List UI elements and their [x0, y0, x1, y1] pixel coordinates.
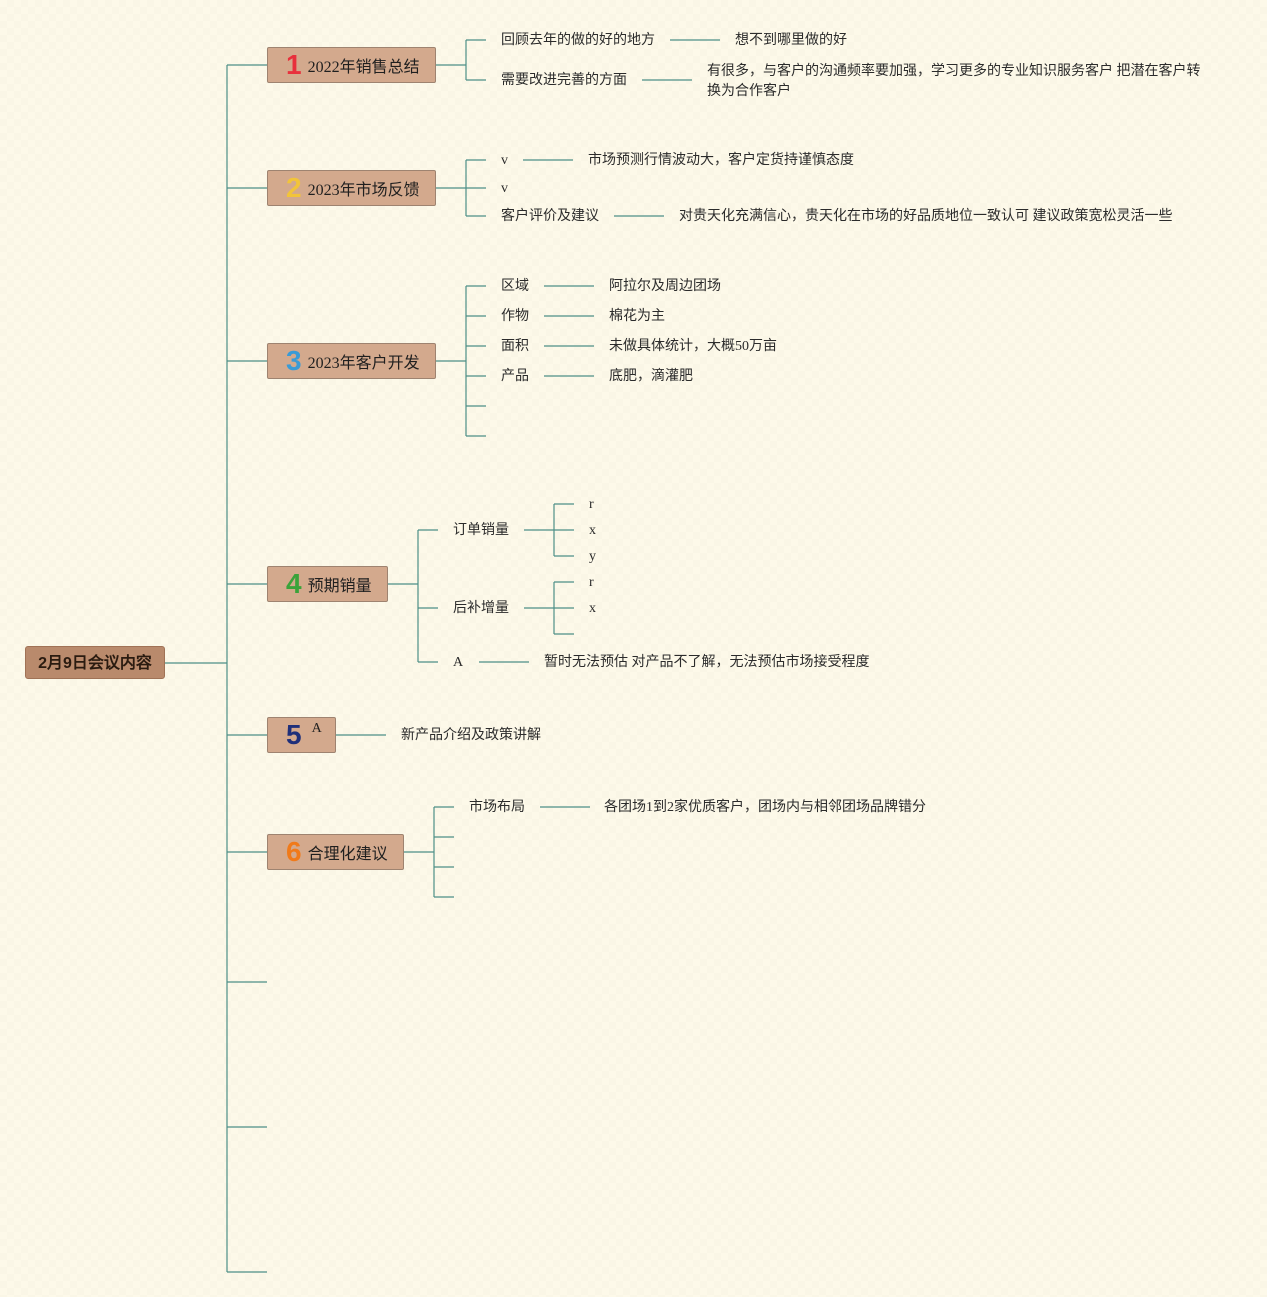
- leaf-order-x[interactable]: x: [589, 523, 596, 538]
- number-4-icon: 4: [286, 568, 302, 599]
- subtopic-region[interactable]: 区域: [501, 279, 529, 294]
- subtopic-customer-review[interactable]: 客户评价及建议: [501, 209, 599, 224]
- subtopic-improvements[interactable]: 需要改进完善的方面: [501, 73, 627, 88]
- detail-product[interactable]: 底肥，滴灌肥: [609, 369, 693, 384]
- topic-2023-market-feedback[interactable]: 2 2023年市场反馈: [267, 170, 436, 206]
- subtopic-area[interactable]: 面积: [501, 339, 529, 354]
- detail-good-aspects[interactable]: 想不到哪里做的好: [735, 33, 847, 48]
- leaf-supplementary-r[interactable]: r: [589, 575, 594, 590]
- leaf-order-r[interactable]: r: [589, 497, 594, 512]
- topic-2023-customer-development[interactable]: 3 2023年客户开发: [267, 343, 436, 379]
- detail-crop[interactable]: 棉花为主: [609, 309, 665, 324]
- topic-label: 合理化建议: [307, 846, 388, 863]
- subtopic-supplementary-sales[interactable]: 后补增量: [453, 601, 509, 616]
- detail-new-product-intro[interactable]: 新产品介绍及政策讲解: [401, 728, 541, 743]
- subtopic-a[interactable]: A: [453, 655, 464, 670]
- subtopic-product[interactable]: 产品: [501, 369, 529, 384]
- topic-label: 预期销量: [307, 578, 372, 595]
- detail-a[interactable]: 暂时无法预估 对产品不了解，无法预估市场接受程度: [544, 655, 870, 670]
- topic-a[interactable]: 5 A: [267, 717, 336, 753]
- topic-label: 2022年销售总结: [307, 59, 420, 76]
- topic-label: 2023年客户开发: [307, 355, 420, 372]
- root-node[interactable]: 2月9日会议内容: [25, 646, 165, 679]
- topic-label: 2023年市场反馈: [307, 182, 420, 199]
- number-5-icon: 5: [286, 719, 302, 750]
- detail-improvements[interactable]: 有很多，与客户的沟通频率要加强，学习更多的专业知识服务客户 把潜在客户转换为合作…: [707, 64, 1201, 99]
- number-3-icon: 3: [286, 345, 302, 376]
- detail-customer-review[interactable]: 对贵天化充满信心，贵天化在市场的好品质地位一致认可 建议政策宽松灵活一些: [679, 209, 1173, 224]
- number-6-icon: 6: [286, 836, 302, 867]
- leaf-order-y[interactable]: y: [589, 549, 596, 564]
- subtopic-good-aspects[interactable]: 回顾去年的做的好的地方: [501, 33, 655, 48]
- subtopic-crop[interactable]: 作物: [501, 309, 529, 324]
- detail-market-forecast[interactable]: 市场预测行情波动大，客户定货持谨慎态度: [588, 153, 854, 168]
- leaf-supplementary-x[interactable]: x: [589, 601, 596, 616]
- detail-area[interactable]: 未做具体统计，大概50万亩: [609, 339, 777, 354]
- detail-market-layout[interactable]: 各团场1到2家优质客户，团场内与相邻团场品牌错分: [604, 800, 926, 815]
- detail-region[interactable]: 阿拉尔及周边团场: [609, 279, 721, 294]
- subtopic-market-layout[interactable]: 市场布局: [469, 800, 525, 815]
- topic-expected-sales[interactable]: 4 预期销量: [267, 566, 388, 602]
- subtopic-v-2[interactable]: v: [501, 181, 508, 196]
- number-2-icon: 2: [286, 172, 302, 203]
- topic-suggestions[interactable]: 6 合理化建议: [267, 834, 404, 870]
- subtopic-order-sales[interactable]: 订单销量: [453, 523, 509, 538]
- number-1-icon: 1: [286, 49, 302, 80]
- subtopic-v-1[interactable]: v: [501, 153, 508, 168]
- topic-2022-sales-summary[interactable]: 1 2022年销售总结: [267, 47, 436, 83]
- topic-label: A: [311, 721, 322, 736]
